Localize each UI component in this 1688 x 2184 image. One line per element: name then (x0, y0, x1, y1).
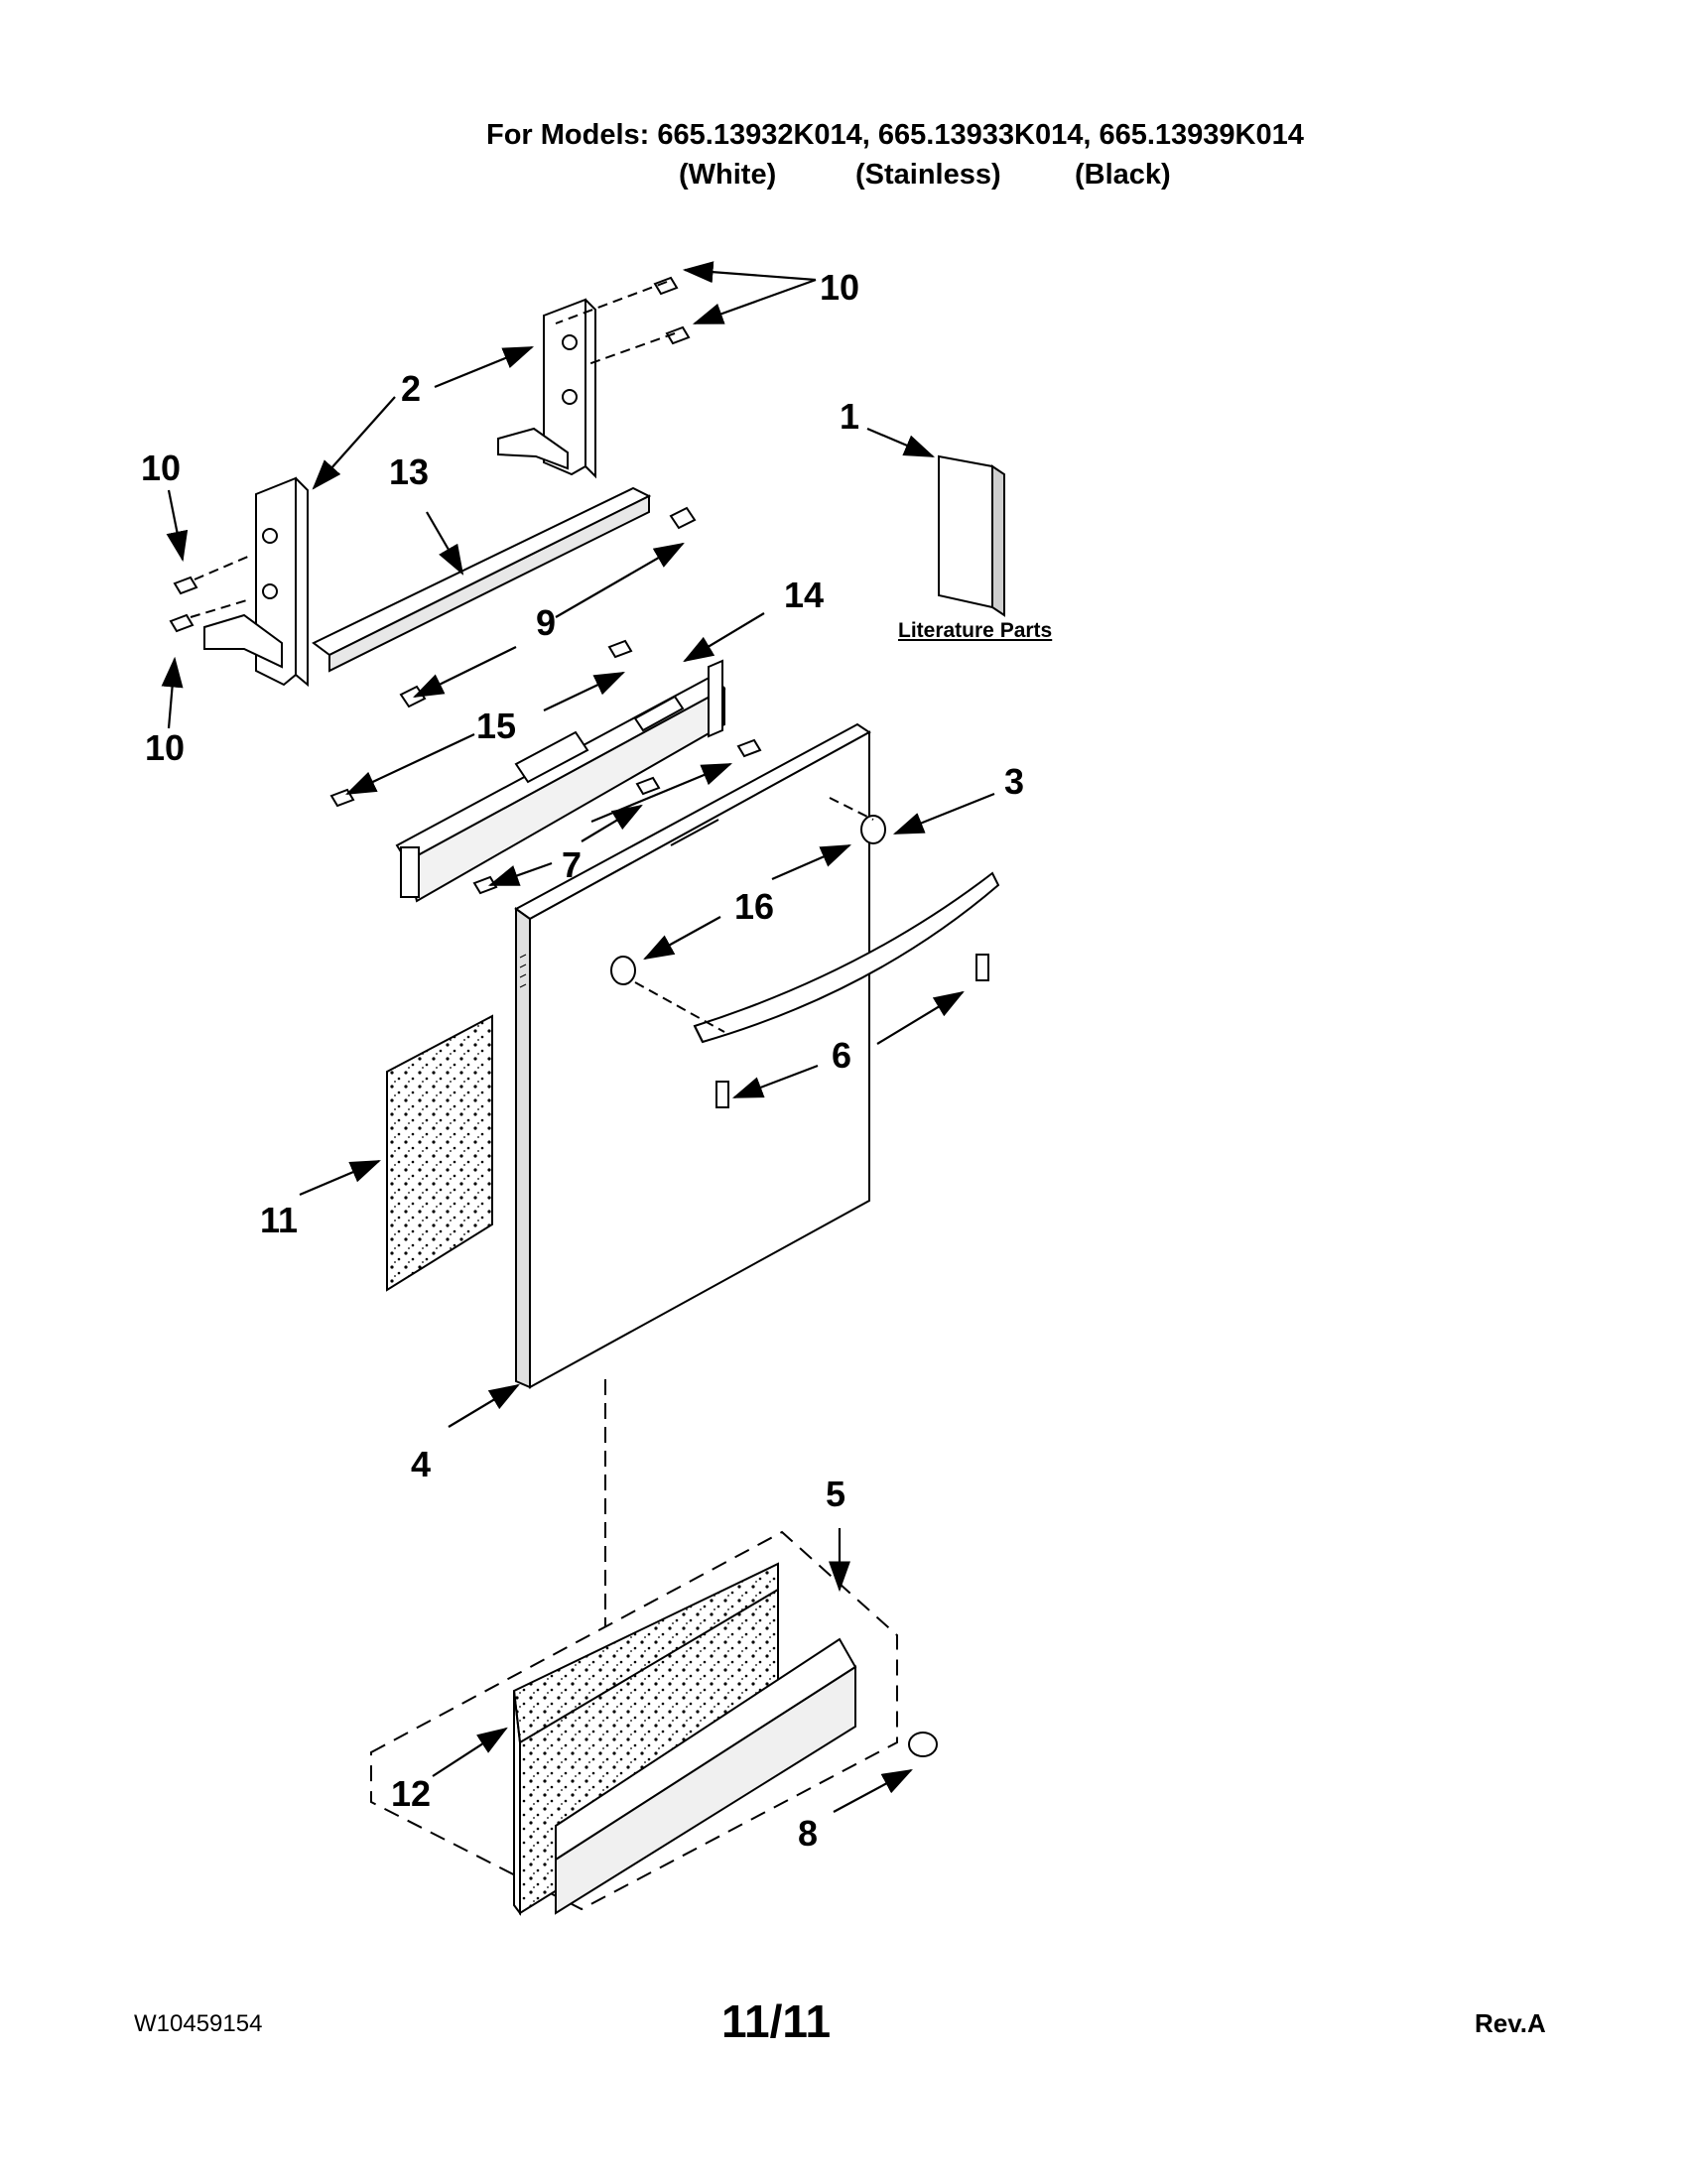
models-line: For Models: 665.13932K014, 665.13933K014… (486, 119, 1304, 151)
callout-10-left-bottom: 10 (145, 727, 185, 768)
callout-5: 5 (826, 1474, 845, 1514)
variant-black: (Black) (1075, 159, 1171, 191)
left-mounting-bracket (203, 476, 309, 688)
door-handle (693, 871, 1000, 1044)
right-mounting-bracket (497, 298, 596, 479)
callout-11: 11 (260, 1200, 298, 1240)
screw-7-top (736, 738, 762, 758)
screw-7-mid (635, 776, 661, 796)
spacer-16-left (610, 956, 636, 985)
variant-white: (White) (679, 159, 777, 191)
callout-3: 3 (1004, 761, 1024, 802)
top-rail (312, 486, 652, 673)
screw-15-top (607, 639, 633, 659)
callout-6: 6 (832, 1035, 851, 1076)
literature-parts-label: Literature Parts (898, 619, 1053, 642)
callout-9: 9 (536, 602, 556, 643)
callout-10-top: 10 (820, 267, 859, 308)
door-panel (514, 722, 871, 1389)
callout-13: 13 (389, 451, 429, 492)
literature-parts-book (938, 454, 1005, 617)
screw-10-left-b (169, 598, 251, 633)
toe-kick-clip (908, 1732, 938, 1757)
variant-stainless: (Stainless) (855, 159, 1001, 191)
handle-screw-right (975, 954, 989, 981)
screw-9-left (399, 685, 427, 708)
callout-7: 7 (562, 844, 582, 885)
callout-1: 1 (840, 396, 859, 437)
page-number: 11/11 (721, 1995, 832, 2047)
door-insulation (386, 1014, 493, 1292)
callout-14: 14 (784, 575, 824, 615)
control-panel-assembly (395, 659, 726, 903)
screw-9-right (669, 506, 697, 530)
spacer-16-right (860, 815, 886, 844)
callout-10-left-top: 10 (141, 448, 181, 488)
screw-10-top-a (555, 276, 679, 324)
callout-8: 8 (798, 1813, 818, 1854)
callout-15: 15 (476, 706, 516, 746)
callout-16: 16 (734, 886, 774, 927)
callout-4: 4 (411, 1444, 431, 1484)
toe-kick-group (370, 1530, 898, 1916)
callout-12: 12 (391, 1773, 431, 1814)
revision-label: Rev.A (1475, 2008, 1546, 2038)
handle-screw-left (715, 1081, 729, 1108)
document-number: W10459154 (134, 2010, 263, 2037)
callout-2: 2 (401, 368, 421, 409)
screw-10-left-a (173, 555, 251, 595)
screw-10-top-b (584, 325, 691, 366)
